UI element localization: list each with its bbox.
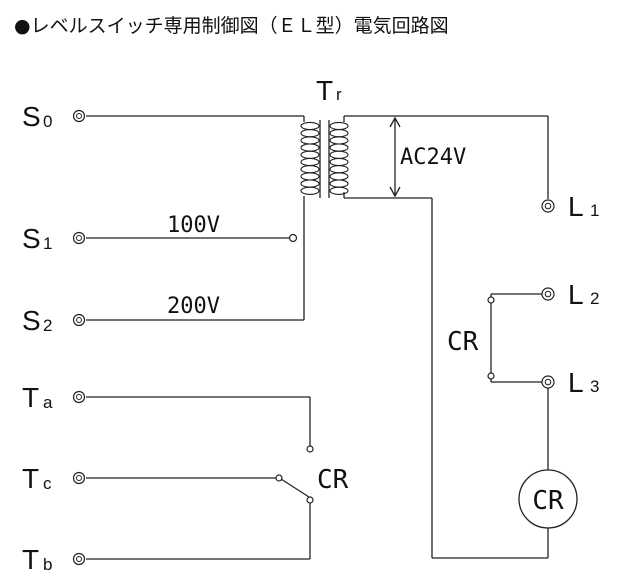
output-contact-label: CR bbox=[447, 327, 479, 357]
secondary-coil-turn bbox=[329, 129, 349, 138]
tap-label-100v: 100V bbox=[167, 213, 220, 238]
output-terminal-label: L bbox=[568, 279, 584, 310]
output-terminal-screw-inner bbox=[544, 202, 552, 210]
output-terminal-screw bbox=[541, 375, 555, 389]
transformer-label-sub: r bbox=[336, 85, 342, 104]
input-terminal-label-sub: 0 bbox=[43, 112, 52, 131]
transformer-label: T bbox=[316, 75, 333, 106]
input-terminal-label: T bbox=[22, 463, 39, 494]
primary-coil-turn bbox=[300, 179, 320, 188]
secondary-coil-turn bbox=[329, 165, 349, 174]
input-terminal-screw-inner bbox=[76, 317, 82, 323]
output-terminal-label-sub: 2 bbox=[590, 289, 599, 308]
primary-coil-turn bbox=[300, 165, 320, 174]
secondary-coil-turn bbox=[329, 179, 349, 188]
input-terminal-screw bbox=[72, 313, 86, 327]
input-terminal-label: T bbox=[22, 544, 39, 575]
output-terminal-screw-inner bbox=[544, 378, 552, 386]
input-terminal-label: S bbox=[22, 305, 41, 336]
voltage-arrow-head-bottom bbox=[389, 186, 401, 198]
transformer-coils bbox=[300, 121, 349, 195]
output-terminal-label-sub: 1 bbox=[590, 201, 599, 220]
primary-coil-turn bbox=[300, 129, 320, 138]
secondary-coil-turn bbox=[329, 157, 349, 167]
switch-contact-label: CR bbox=[317, 465, 349, 495]
input-terminal-label-sub: b bbox=[43, 555, 52, 574]
secondary-coil-turn bbox=[329, 150, 349, 159]
output-terminal-label: L bbox=[568, 367, 584, 398]
input-terminal-screw bbox=[72, 231, 86, 245]
output-terminal-screw bbox=[541, 199, 555, 213]
input-terminal-label-sub: 2 bbox=[43, 316, 52, 335]
cr-contact-bottom bbox=[487, 372, 495, 380]
cr-contact-top bbox=[487, 296, 495, 304]
input-terminal-label-sub: a bbox=[43, 393, 53, 412]
input-terminal-screw bbox=[72, 390, 86, 404]
output-terminal-label-sub: 3 bbox=[590, 377, 599, 396]
input-terminal-label: S bbox=[22, 101, 41, 132]
tap-100v-terminal bbox=[288, 233, 298, 243]
primary-coil-turn bbox=[300, 121, 320, 131]
output-terminal-screw bbox=[541, 287, 555, 301]
input-terminal-label-sub: 1 bbox=[43, 234, 52, 253]
input-terminal-screw bbox=[72, 471, 86, 485]
output-terminal-label: L bbox=[568, 191, 584, 222]
voltage-arrow-head-top bbox=[389, 116, 401, 128]
input-terminal-screw-inner bbox=[76, 235, 82, 241]
output-terminal-screw-inner bbox=[544, 290, 552, 298]
contact-blade bbox=[280, 478, 310, 498]
primary-coil-turn bbox=[300, 157, 320, 167]
tap-label-200v: 200V bbox=[167, 294, 220, 319]
secondary-voltage-label: AC24V bbox=[400, 145, 466, 170]
primary-coil-turn bbox=[300, 150, 320, 159]
primary-coil-turn bbox=[300, 172, 320, 181]
diagram-title: ●レベルスイッチ専用制御図（ＥＬ型）電気回路図 bbox=[14, 15, 449, 37]
secondary-coil-turn bbox=[329, 121, 349, 131]
secondary-coil-turn bbox=[329, 172, 349, 181]
input-terminal-screw-inner bbox=[76, 394, 82, 400]
secondary-coil-turn bbox=[329, 186, 349, 195]
input-terminal-screw-inner bbox=[76, 475, 82, 481]
input-terminal-label: S bbox=[22, 223, 41, 254]
primary-coil-turn bbox=[300, 143, 320, 152]
secondary-coil-turn bbox=[329, 136, 349, 145]
primary-coil-turn bbox=[300, 186, 320, 195]
input-terminal-label: T bbox=[22, 382, 39, 413]
input-terminal-screw bbox=[72, 109, 86, 123]
primary-coil-turn bbox=[300, 136, 320, 145]
input-terminal-label-sub: c bbox=[43, 474, 52, 493]
input-terminal-screw bbox=[72, 552, 86, 566]
input-terminal-screw-inner bbox=[76, 556, 82, 562]
contact-tc-node bbox=[275, 474, 283, 482]
contact-tb-node bbox=[306, 496, 314, 504]
secondary-coil-turn bbox=[329, 143, 349, 152]
contact-ta-node bbox=[306, 445, 314, 453]
relay-coil-label: CR bbox=[532, 486, 564, 516]
input-terminal-screw-inner bbox=[76, 113, 82, 119]
